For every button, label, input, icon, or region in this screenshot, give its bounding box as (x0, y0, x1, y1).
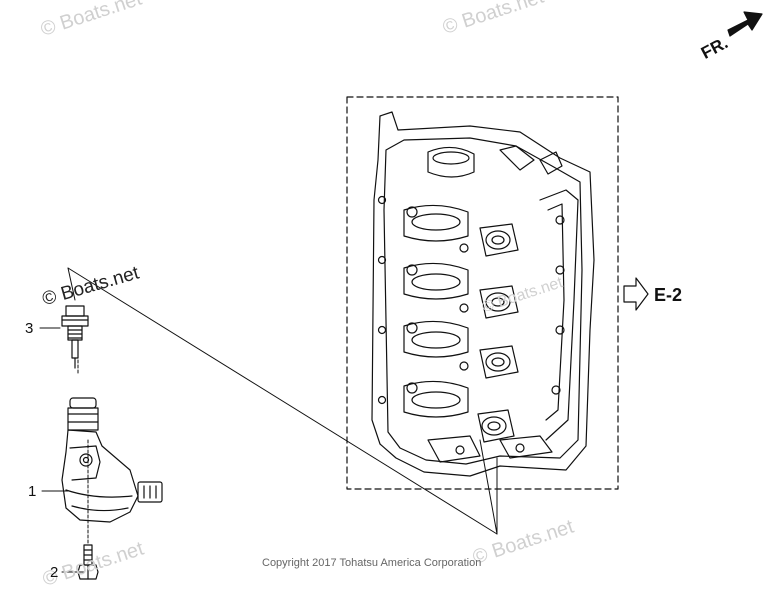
ignition-coil (61, 397, 163, 523)
copyright-notice: Copyright 2017 Tohatsu America Corporati… (262, 557, 482, 569)
cylinder-head (371, 111, 595, 477)
coil-bolt (77, 544, 99, 580)
callout-3: 3 (25, 320, 34, 337)
leader-lines (39, 267, 498, 573)
spark-plug (61, 305, 89, 369)
front-direction-arrow-icon (727, 11, 763, 37)
callout-2: 2 (50, 564, 59, 581)
cylinder-head-assembly-box (346, 96, 619, 490)
reference-arrow-icon (623, 277, 649, 311)
reference-label: E-2 (654, 285, 683, 305)
callout-1: 1 (28, 483, 37, 500)
